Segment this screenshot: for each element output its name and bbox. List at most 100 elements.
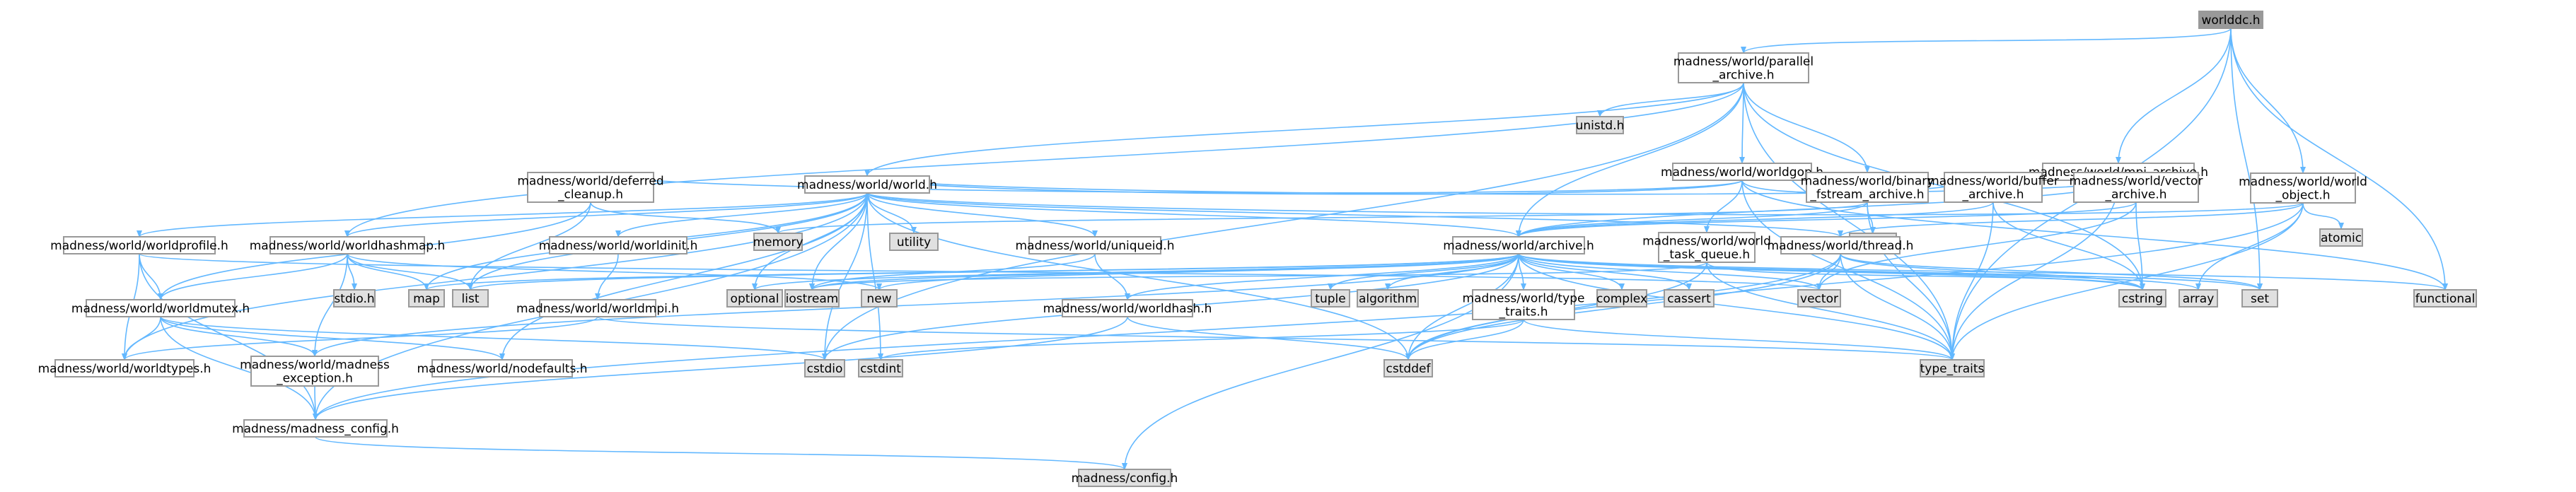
- node-box-new: [861, 289, 898, 308]
- node-wprofile[interactable]: madness/world/worldprofile.h: [50, 236, 228, 254]
- node-label-winit-line-0: madness/world/worldinit.h: [539, 239, 698, 253]
- node-box-vecarch: [2073, 172, 2199, 203]
- edge-root-to-functional: [2230, 28, 2448, 291]
- edge-wmutex-to-mconfig: [160, 316, 318, 421]
- edge-world-to-cstdio: [822, 192, 868, 361]
- edge-taskq-to-cstring: [1706, 262, 2145, 291]
- node-wtypes[interactable]: madness/world/worldtypes.h: [38, 359, 211, 377]
- node-world[interactable]: madness/world/world.h: [797, 175, 937, 194]
- edge-par-to-archive: [1516, 82, 1744, 238]
- node-label-vecarch-line-0: madness/world/vector: [2070, 175, 2203, 189]
- node-whash[interactable]: madness/world/worldhash.h: [1043, 299, 1212, 317]
- node-mconfig[interactable]: madness/madness_config.h: [232, 419, 399, 438]
- node-uniqueid[interactable]: madness/world/uniqueid.h: [1016, 236, 1175, 254]
- edge-wobj-to-array: [2195, 202, 2304, 291]
- node-label-whashmap-line-0: madness/world/worldhashmap.h: [250, 239, 446, 253]
- node-vecarch[interactable]: madness/world/vector_archive.h: [2070, 172, 2203, 203]
- node-box-wprofile: [63, 236, 216, 254]
- edge-whash-to-mconfig: [313, 316, 1128, 421]
- node-label-par-line-1: _archive.h: [1712, 69, 1774, 83]
- node-label-typetraitsh-line-0: madness/world/type: [1463, 292, 1585, 306]
- node-cstdint: cstdint: [858, 359, 903, 377]
- node-box-binary: [1806, 172, 1929, 203]
- node-box-array: [2178, 289, 2218, 308]
- edge-buffer-to-type_traits: [1949, 201, 1994, 361]
- node-complex: complex: [1596, 289, 1647, 308]
- node-box-cstdio: [804, 359, 845, 377]
- node-root: worlddc.h: [2198, 11, 2263, 29]
- node-wgop[interactable]: madness/world/worldgop.h: [1661, 163, 1823, 181]
- edge-par-to-unistd: [1597, 82, 1744, 117]
- node-label-wobj-line-1: _object.h: [2275, 189, 2330, 203]
- node-label-wgop-line-0: madness/world/worldgop.h: [1661, 165, 1823, 180]
- node-cstdio: cstdio: [804, 359, 845, 377]
- node-mexc[interactable]: madness/world/madness_exception.h: [240, 356, 390, 387]
- node-box-wgop: [1672, 163, 1812, 181]
- node-box-nodefaults: [431, 359, 573, 377]
- edge-typetraitsh-to-type_traits: [1523, 319, 1955, 361]
- node-box-whash: [1062, 299, 1193, 317]
- edge-par-to-type_traits: [1743, 82, 1955, 361]
- edge-thread-to-cstring: [1840, 253, 2145, 291]
- edge-archive-to-mexc: [312, 253, 1519, 357]
- edge-wgop-to-functional: [1741, 180, 2448, 291]
- node-label-mexc-line-1: _exception.h: [276, 372, 353, 386]
- node-label-complex-line-0: complex: [1596, 292, 1647, 306]
- node-vector: vector: [1797, 289, 1841, 308]
- edge-wprofile-to-mconfig: [139, 253, 318, 421]
- node-new: new: [861, 289, 898, 308]
- edge-world-to-cstddef: [866, 192, 1411, 361]
- node-box-list: [452, 289, 489, 308]
- node-nodefaults[interactable]: madness/world/nodefaults.h: [417, 359, 588, 377]
- node-taskq[interactable]: madness/world/world_task_queue.h: [1642, 232, 1771, 263]
- node-box-cstddef: [1383, 359, 1433, 377]
- node-box-utility: [889, 233, 939, 251]
- node-whashmap[interactable]: madness/world/worldhashmap.h: [250, 236, 446, 254]
- edge-wmutex-to-cstdio: [160, 316, 828, 361]
- node-thread[interactable]: madness/world/thread.h: [1768, 236, 1914, 254]
- edge-world-to-thread: [866, 192, 1843, 238]
- node-wmpi[interactable]: madness/world/worldmpi.h: [516, 299, 679, 317]
- node-box-wtypes: [54, 359, 195, 377]
- node-label-wobj-line-0: madness/world/world: [2239, 175, 2367, 189]
- node-archive[interactable]: madness/world/archive.h: [1443, 236, 1594, 254]
- node-box-buffer: [1944, 172, 2043, 203]
- node-winit[interactable]: madness/world/worldinit.h: [539, 236, 698, 254]
- node-box-cstdint: [858, 359, 903, 377]
- node-label-wtypes-line-0: madness/world/worldtypes.h: [38, 362, 211, 376]
- edge-whash-to-cstddef: [1127, 316, 1411, 361]
- node-box-config: [1078, 469, 1171, 487]
- node-label-buffer-line-1: _archive.h: [1961, 188, 2024, 202]
- edge-whashmap-to-map: [347, 253, 429, 291]
- node-box-world: [804, 175, 930, 194]
- node-algorithm: algorithm: [1357, 289, 1419, 308]
- edge-par-to-cstring: [1743, 82, 2145, 291]
- node-box-whashmap: [269, 236, 425, 254]
- node-box-set: [2241, 289, 2278, 308]
- node-box-mexc: [250, 356, 379, 387]
- node-box-wobj: [2250, 172, 2356, 204]
- node-par[interactable]: madness/world/parallel_archive.h: [1673, 52, 1814, 83]
- edge-binary-to-type_traits: [1867, 201, 1955, 361]
- node-wmutex[interactable]: madness/world/worldmutex.h: [71, 299, 250, 317]
- node-wobj[interactable]: madness/world/world_object.h: [2239, 172, 2367, 204]
- node-typetraitsh[interactable]: madness/world/type_traits.h: [1463, 289, 1585, 320]
- edge-par-to-wgop: [1739, 82, 1746, 164]
- node-deferred[interactable]: madness/world/deferred_cleanup.h: [517, 172, 664, 203]
- node-binary[interactable]: madness/world/binary_fstream_archive.h: [1801, 172, 1934, 203]
- node-label-functional-line-0: functional: [2415, 292, 2476, 306]
- edge-wprofile-to-wmutex: [139, 253, 163, 300]
- node-label-wprofile-line-0: madness/world/worldprofile.h: [50, 239, 228, 253]
- node-label-archive-line-0: madness/world/archive.h: [1443, 239, 1594, 253]
- node-label-optional-line-0: optional: [731, 292, 779, 306]
- node-array: array: [2178, 289, 2218, 308]
- node-buffer[interactable]: madness/world/buffer_archive.h: [1927, 172, 2059, 203]
- edge-taskq-to-iostream: [809, 262, 1707, 291]
- node-box-iostream: [784, 289, 840, 308]
- edge-world-to-wprofile: [137, 192, 868, 238]
- node-label-taskq-line-0: madness/world/world: [1642, 235, 1771, 249]
- node-label-binary-line-1: _fstream_archive.h: [1809, 188, 1924, 202]
- edge-winit-to-wmpi: [595, 253, 619, 300]
- node-box-thread: [1780, 236, 1901, 254]
